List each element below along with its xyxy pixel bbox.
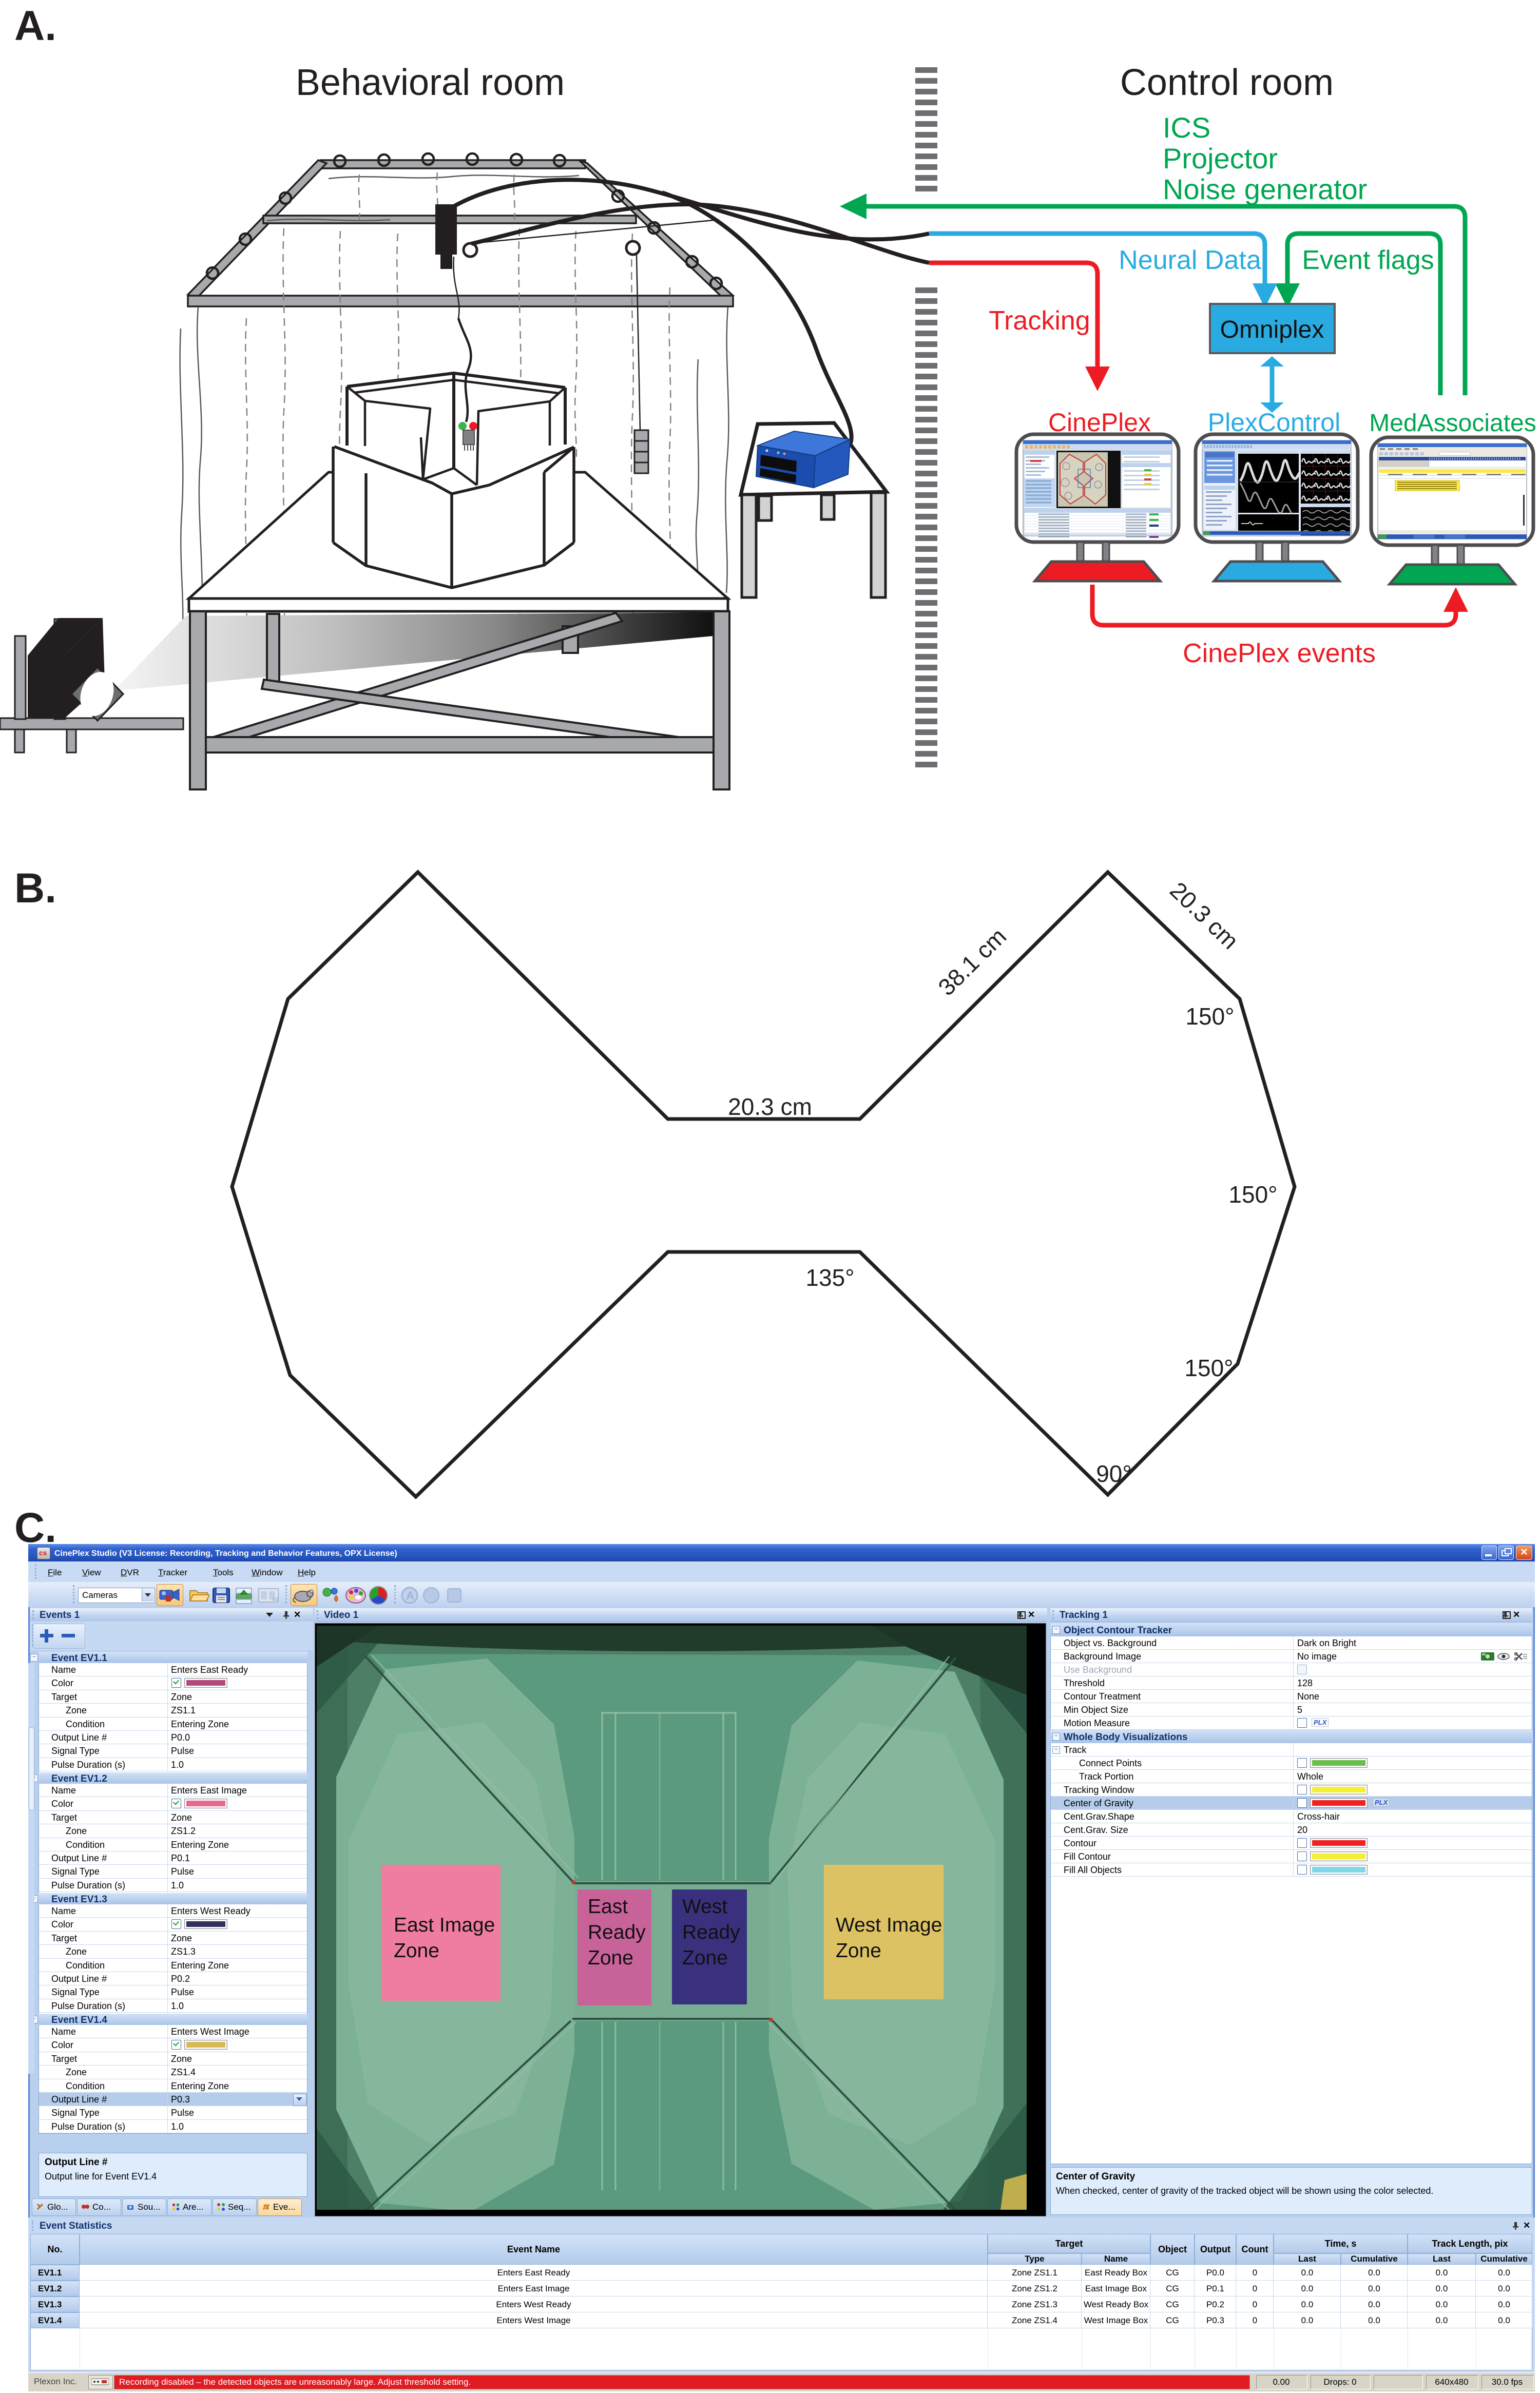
svg-text:Zone: Zone [394, 1940, 439, 1962]
svg-text:CinePlex: CinePlex [1048, 408, 1151, 437]
svg-text:West Image: West Image [836, 1914, 942, 1936]
svg-text:150°: 150° [1185, 1003, 1234, 1030]
svg-text:Ready: Ready [588, 1921, 646, 1943]
svg-text:ICS: ICS [1163, 111, 1210, 144]
svg-text:Event flags: Event flags [1302, 245, 1434, 275]
svg-text:A.: A. [14, 3, 56, 49]
svg-text:Zone: Zone [588, 1947, 633, 1969]
svg-text:MedAssociates: MedAssociates [1369, 410, 1536, 437]
svg-text:Zone: Zone [682, 1947, 728, 1969]
svg-text:Ready: Ready [682, 1921, 740, 1943]
svg-text:East Image: East Image [394, 1914, 495, 1936]
svg-text:Noise generator: Noise generator [1163, 173, 1367, 205]
svg-text:East: East [588, 1896, 628, 1918]
svg-text:20.3 cm: 20.3 cm [1165, 877, 1244, 954]
svg-text:Omniplex: Omniplex [1220, 316, 1324, 343]
svg-text:Zone: Zone [836, 1940, 881, 1962]
svg-text:Behavioral room: Behavioral room [296, 62, 565, 103]
svg-text:Tracking: Tracking [989, 306, 1090, 336]
svg-text:90°: 90° [1096, 1460, 1132, 1487]
svg-text:CinePlex events: CinePlex events [1183, 639, 1376, 668]
svg-text:150°: 150° [1184, 1355, 1233, 1381]
svg-text:B.: B. [14, 865, 56, 912]
svg-text:43: 43 [272, 1597, 278, 1603]
svg-text:150°: 150° [1228, 1181, 1277, 1208]
svg-text:A: A [406, 1589, 414, 1602]
svg-text:38.1 cm: 38.1 cm [933, 923, 1011, 1001]
svg-text:West: West [682, 1896, 727, 1918]
svg-text:135°: 135° [805, 1264, 854, 1291]
svg-text:Projector: Projector [1163, 142, 1278, 175]
svg-text:PlexControl: PlexControl [1208, 408, 1340, 437]
svg-text:20.3 cm: 20.3 cm [728, 1093, 812, 1120]
svg-text:Neural Data: Neural Data [1119, 245, 1261, 275]
svg-text:Control room: Control room [1120, 62, 1334, 103]
